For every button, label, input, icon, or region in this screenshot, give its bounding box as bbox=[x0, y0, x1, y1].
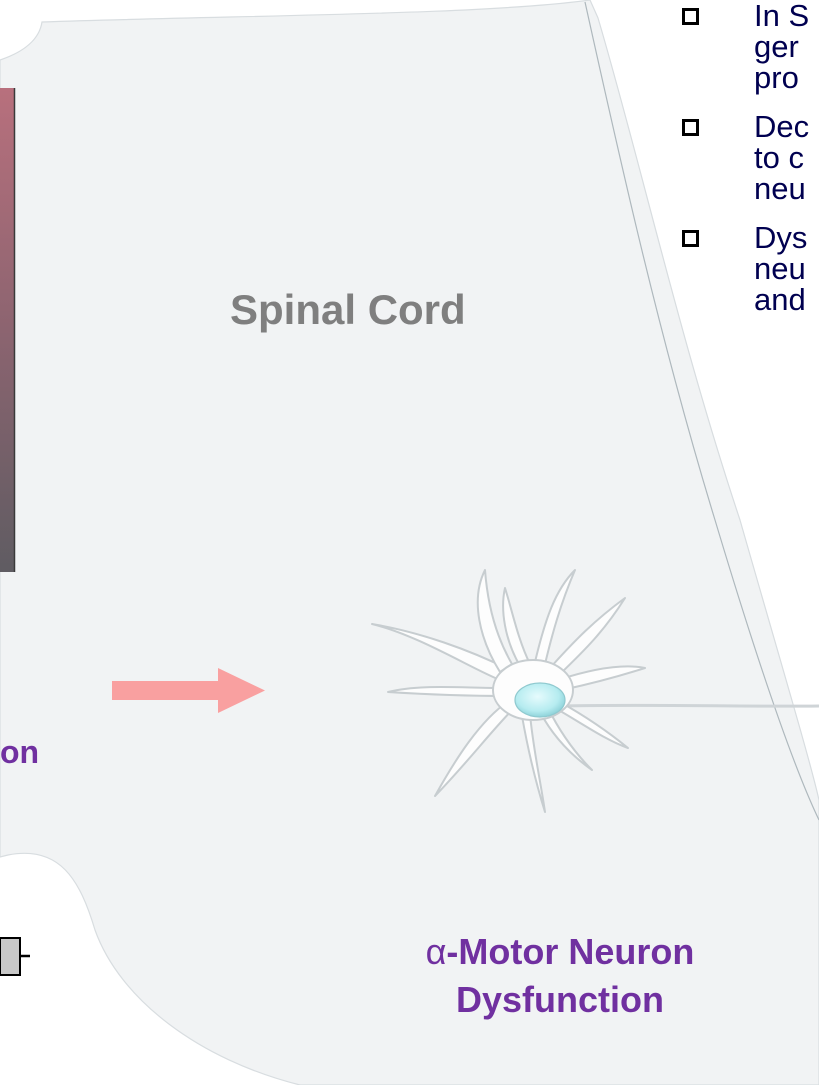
spinal-cord-label: Spinal Cord bbox=[230, 286, 530, 334]
motor-neuron-label: α-Motor Neuron Dysfunction bbox=[340, 928, 780, 1024]
bullet-list: In S ger pro Dec to c neu Dys neu and bbox=[682, 0, 819, 333]
neuron-axon bbox=[560, 705, 819, 706]
left-gradient-bar bbox=[0, 88, 14, 572]
checkbox-bullet-icon bbox=[682, 230, 699, 247]
checkbox-bullet-icon bbox=[682, 119, 699, 136]
bullet-item: Dec to c neu bbox=[682, 111, 819, 204]
bullet-line: to c bbox=[754, 142, 819, 173]
checkbox-bullet-icon bbox=[682, 8, 699, 25]
neuron-nucleus bbox=[515, 683, 565, 717]
bullet-item: Dys neu and bbox=[682, 222, 819, 315]
bullet-line: pro bbox=[754, 62, 819, 93]
motor-neuron-text: -Motor Neuron bbox=[446, 931, 694, 972]
bullet-line: Dys bbox=[754, 222, 819, 253]
bullet-item: In S ger pro bbox=[682, 0, 819, 93]
bullet-line: Dec bbox=[754, 111, 819, 142]
bullet-line: In S bbox=[754, 0, 819, 31]
bullet-line: neu bbox=[754, 253, 819, 284]
motor-neuron-label-line1: α-Motor Neuron bbox=[340, 928, 780, 976]
alpha-symbol: α bbox=[426, 931, 447, 972]
bullet-line: and bbox=[754, 284, 819, 315]
bracket-icon bbox=[0, 938, 30, 975]
bullet-line: neu bbox=[754, 173, 819, 204]
bullet-line: ger bbox=[754, 31, 819, 62]
left-fragment-label: on bbox=[0, 734, 39, 771]
motor-neuron-label-line2: Dysfunction bbox=[340, 976, 780, 1024]
